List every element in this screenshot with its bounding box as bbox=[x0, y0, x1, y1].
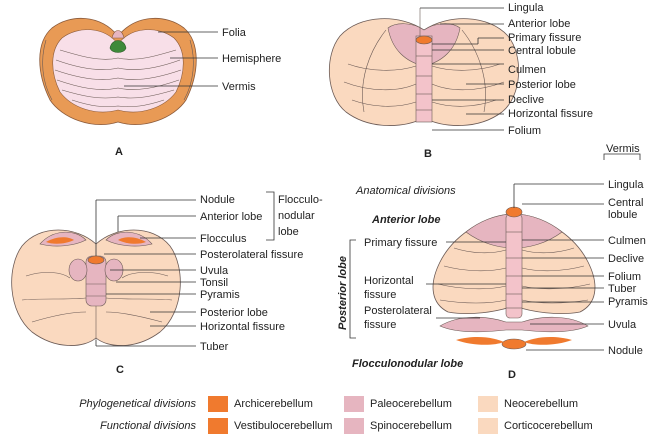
label-folium-d: Folium bbox=[608, 271, 641, 283]
label-flocculonodular-1: Flocculo- bbox=[278, 194, 323, 206]
label-tonsil-c: Tonsil bbox=[200, 277, 228, 289]
panel-a: Folia Hemisphere Vermis A bbox=[39, 18, 281, 158]
label-posterior-lobe-d: Posterior lobe bbox=[337, 256, 349, 330]
panel-b: Lingula Anterior lobe Primary fissure Ce… bbox=[329, 2, 593, 160]
legend-swatch-neo bbox=[478, 396, 498, 412]
label-posterolateral-d-2: fissure bbox=[364, 319, 396, 331]
panel-d-nodule-tail-left bbox=[456, 336, 504, 345]
label-anatomical-divisions: Anatomical divisions bbox=[355, 185, 456, 197]
panel-b-fissures bbox=[343, 8, 505, 113]
panel-d-vermis-bracket bbox=[603, 153, 641, 160]
panel-c-flocculus-left bbox=[46, 237, 74, 244]
legend-swatch-archi bbox=[208, 396, 228, 412]
label-declive-b: Declive bbox=[508, 94, 544, 106]
panel-d-posterior-bracket bbox=[349, 239, 356, 339]
label-tuber-c: Tuber bbox=[200, 341, 229, 353]
panel-c-nodule bbox=[87, 255, 105, 265]
panel-d-flocculus bbox=[439, 316, 589, 333]
label-central-lobule-b: Central lobule bbox=[508, 45, 576, 57]
label-posterior-lobe-c: Posterior lobe bbox=[200, 307, 268, 319]
label-flocculonodular-2: nodular bbox=[278, 210, 315, 222]
label-lingula-d: Lingula bbox=[608, 179, 644, 191]
panel-a-vermis-green bbox=[109, 40, 127, 53]
label-flocculus-c: Flocculus bbox=[200, 233, 247, 245]
panel-d-lingula bbox=[505, 206, 523, 218]
legend-swatch-cortico bbox=[478, 418, 498, 434]
label-tuber-d: Tuber bbox=[608, 283, 637, 295]
panel-c-flocculus-right bbox=[118, 237, 146, 244]
panel-d-nodule-tail-right bbox=[524, 336, 572, 345]
legend-corticocerebellum: Corticocerebellum bbox=[504, 420, 593, 432]
legend-swatch-vestibulo bbox=[208, 418, 228, 434]
label-lingula-b: Lingula bbox=[508, 2, 544, 14]
label-pyramis-c: Pyramis bbox=[200, 289, 240, 301]
label-flocculonodular-lobe-d: Flocculonodular lobe bbox=[352, 358, 463, 370]
label-pyramis-d: Pyramis bbox=[608, 296, 648, 308]
label-anterior-lobe-b: Anterior lobe bbox=[508, 18, 570, 30]
label-central-d-1: Central bbox=[608, 197, 643, 209]
label-nodule-d: Nodule bbox=[608, 345, 643, 357]
legend-row-1-title: Phylogenetical divisions bbox=[79, 398, 196, 410]
label-horizontal-fissure-c: Horizontal fissure bbox=[200, 321, 285, 333]
panel-a-vermis-top bbox=[111, 30, 125, 39]
panel-b-vermis-strip bbox=[415, 35, 433, 123]
label-nodule-c: Nodule bbox=[200, 194, 235, 206]
label-posterolateral-fissure-c: Posterolateral fissure bbox=[200, 249, 303, 261]
panel-c-tonsil-left bbox=[68, 258, 88, 282]
legend-swatch-spino bbox=[344, 418, 364, 434]
label-anterior-lobe-c: Anterior lobe bbox=[200, 211, 262, 223]
label-horizontal-d-1: Horizontal bbox=[364, 275, 414, 287]
label-folia: Folia bbox=[222, 27, 247, 39]
label-culmen-d: Culmen bbox=[608, 235, 646, 247]
panel-d-vermis bbox=[505, 213, 523, 319]
label-anterior-lobe-d: Anterior lobe bbox=[371, 214, 440, 226]
label-uvula-d: Uvula bbox=[608, 319, 637, 331]
label-primary-fissure-d: Primary fissure bbox=[364, 237, 437, 249]
panel-c: Nodule Anterior lobe Flocculus Posterola… bbox=[11, 191, 323, 376]
label-uvula-c: Uvula bbox=[200, 265, 229, 277]
label-posterior-lobe-b: Posterior lobe bbox=[508, 79, 576, 91]
legend-row-2-title: Functional divisions bbox=[100, 420, 196, 432]
panel-d-letter: D bbox=[508, 369, 516, 381]
panel-d-nodule bbox=[501, 338, 527, 350]
panel-d: Anatomical divisions Anterior lobe Flocc… bbox=[337, 143, 648, 381]
legend: Phylogenetical divisions Archicerebellum… bbox=[79, 396, 593, 434]
label-folium-b: Folium bbox=[508, 125, 541, 137]
label-horizontal-d-2: fissure bbox=[364, 289, 396, 301]
legend-vestibulocerebellum: Vestibulocerebellum bbox=[234, 420, 332, 432]
label-declive-d: Declive bbox=[608, 253, 644, 265]
panel-d-fissures bbox=[437, 231, 591, 309]
label-vermis-d: Vermis bbox=[606, 143, 640, 155]
panel-c-letter: C bbox=[116, 364, 124, 376]
label-posterolateral-d-1: Posterolateral bbox=[364, 305, 432, 317]
panel-a-folia-lines bbox=[42, 39, 194, 108]
label-vermis: Vermis bbox=[222, 81, 256, 93]
panel-b-lingula bbox=[415, 35, 433, 45]
panel-c-fissures bbox=[21, 272, 173, 340]
panel-a-letter: A bbox=[115, 146, 123, 158]
label-hemisphere: Hemisphere bbox=[222, 53, 281, 65]
panel-b-letter: B bbox=[424, 148, 432, 160]
legend-neocerebellum: Neocerebellum bbox=[504, 398, 578, 410]
panel-a-inner-shape bbox=[52, 29, 184, 113]
label-central-d-2: lobule bbox=[608, 209, 637, 221]
label-horizontal-fissure-b: Horizontal fissure bbox=[508, 108, 593, 120]
legend-spinocerebellum: Spinocerebellum bbox=[370, 420, 452, 432]
legend-swatch-paleo bbox=[344, 396, 364, 412]
label-flocculonodular-3: lobe bbox=[278, 226, 299, 238]
label-culmen-b: Culmen bbox=[508, 64, 546, 76]
label-primary-fissure-b: Primary fissure bbox=[508, 32, 581, 44]
legend-paleocerebellum: Paleocerebellum bbox=[370, 398, 452, 410]
panel-c-bracket bbox=[266, 191, 275, 241]
legend-archicerebellum: Archicerebellum bbox=[234, 398, 313, 410]
